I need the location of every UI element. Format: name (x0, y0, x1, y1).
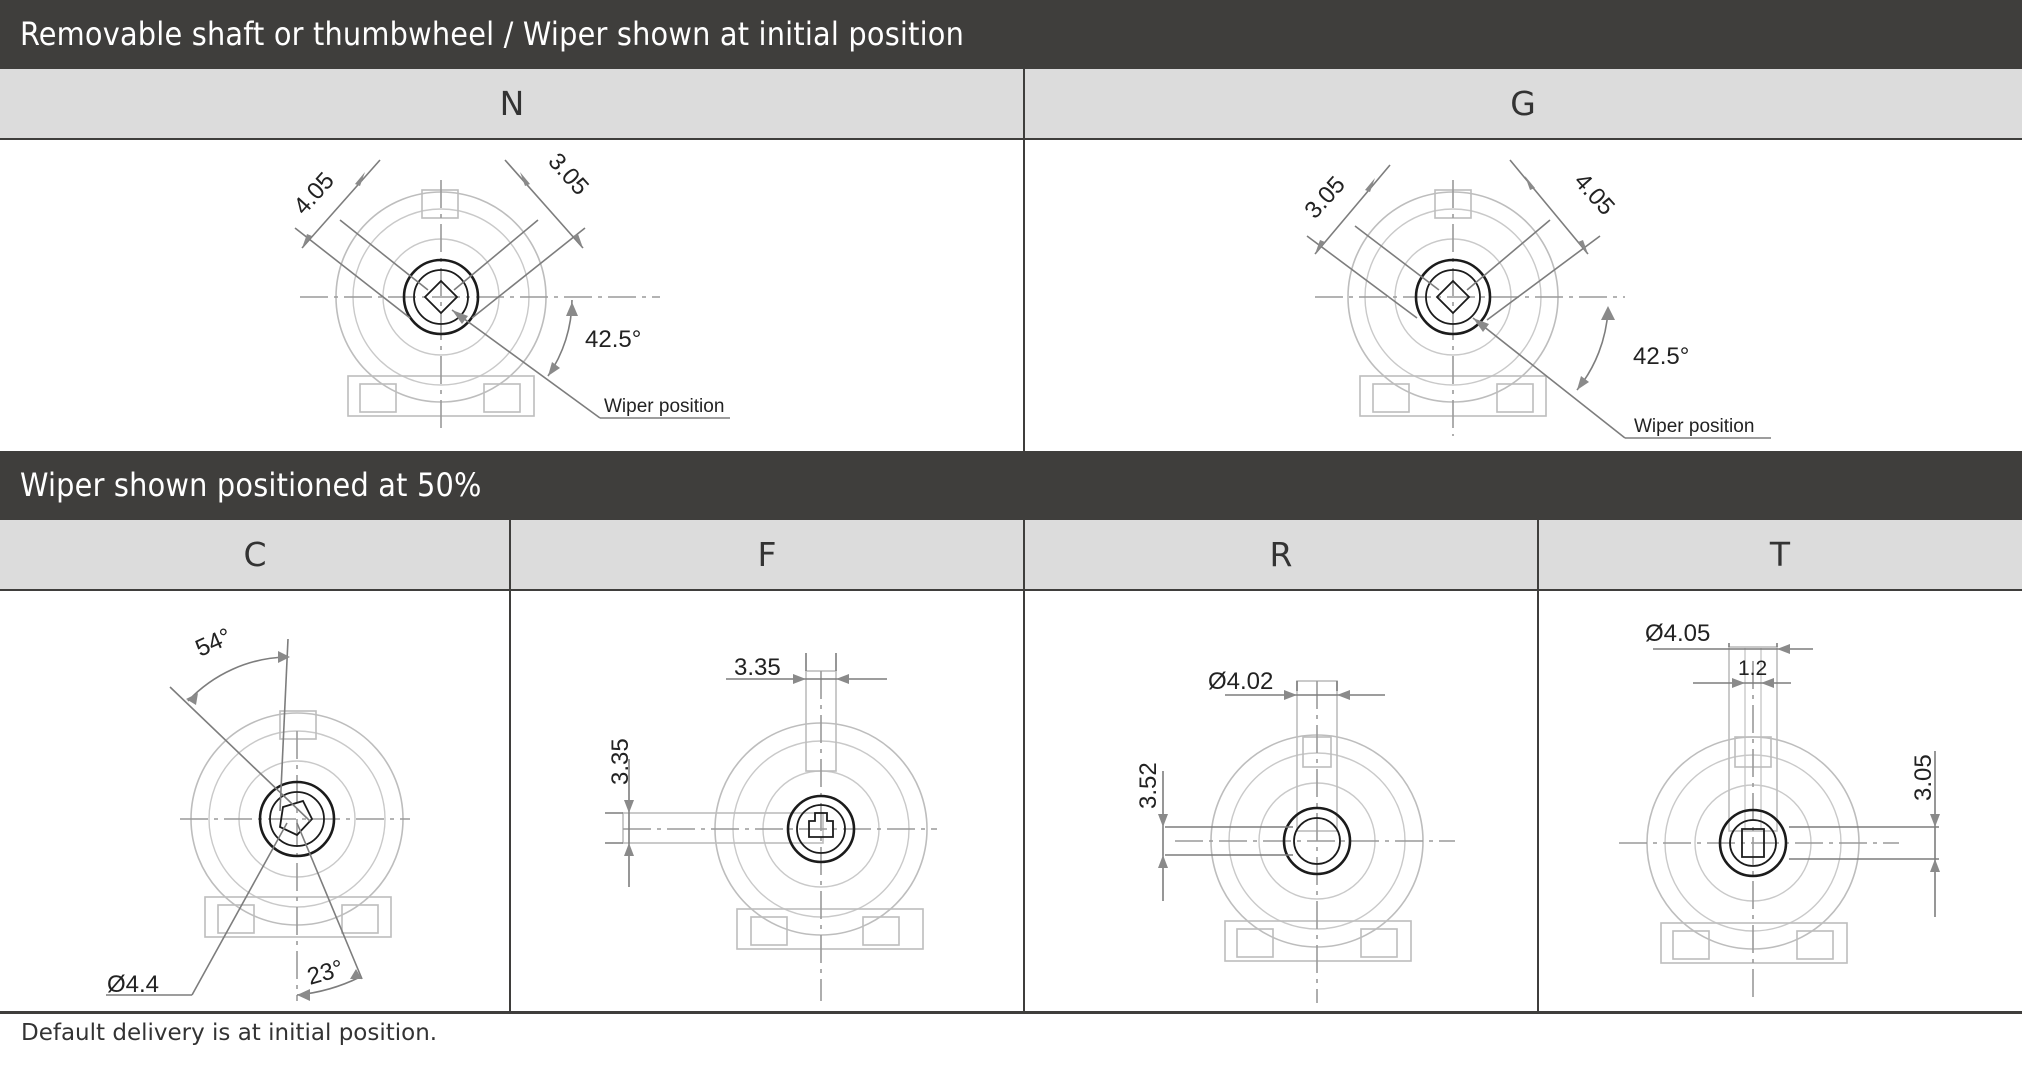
dim-g-a: 3.05 (1299, 171, 1350, 224)
dim-t-h: 3.05 (1910, 754, 1937, 801)
column-header-t: T (1538, 520, 2022, 591)
column-divider (1023, 69, 1025, 451)
dim-f-w: 3.35 (734, 654, 781, 681)
wiper-label-g: Wiper position (1634, 416, 1754, 437)
column-divider (509, 520, 511, 1012)
dim-t-dia: Ø4.05 (1645, 620, 1710, 647)
drawing-r: Ø4.02 3.52 (1025, 591, 1537, 1011)
column-header-f: F (510, 520, 1024, 591)
column-divider (1023, 520, 1025, 1012)
dim-g-angle: 42.5° (1633, 343, 1689, 370)
drawing-c: 54° 23° Ø4.4 (0, 591, 508, 1011)
drawing-g: 3.05 4.05 42.5° Wiper position (1025, 140, 2022, 451)
section1-title: Removable shaft or thumbwheel / Wiper sh… (0, 0, 2022, 69)
dim-n-a: 4.05 (288, 167, 339, 220)
dim-g-b: 4.05 (1569, 168, 1620, 221)
dim-n-b: 3.05 (543, 148, 594, 201)
column-header-c: C (0, 520, 510, 591)
dim-t-w: 1.2 (1738, 657, 1767, 680)
dim-r-h: 3.52 (1135, 762, 1162, 809)
section2-title: Wiper shown positioned at 50% (0, 451, 2022, 520)
dim-c-angle1: 54° (191, 623, 235, 662)
footnote: Default delivery is at initial position. (21, 1020, 438, 1046)
column-divider (1537, 520, 1539, 1012)
drawing-n: 4.05 3.05 42.5° Wiper position (0, 140, 1022, 451)
drawing-t: Ø4.05 1.2 3.05 (1539, 591, 2022, 1011)
dim-f-h: 3.35 (607, 738, 634, 785)
dim-n-angle: 42.5° (585, 326, 641, 353)
column-header-n: N (0, 69, 1024, 140)
column-header-g: G (1024, 69, 2022, 140)
wiper-label-n: Wiper position (604, 396, 724, 417)
dim-c-dia: Ø4.4 (107, 971, 159, 998)
drawing-f: 3.35 3.35 (511, 591, 1023, 1011)
column-header-r: R (1024, 520, 1538, 591)
footer-divider (0, 1011, 2022, 1014)
dim-r-dia: Ø4.02 (1208, 668, 1273, 695)
